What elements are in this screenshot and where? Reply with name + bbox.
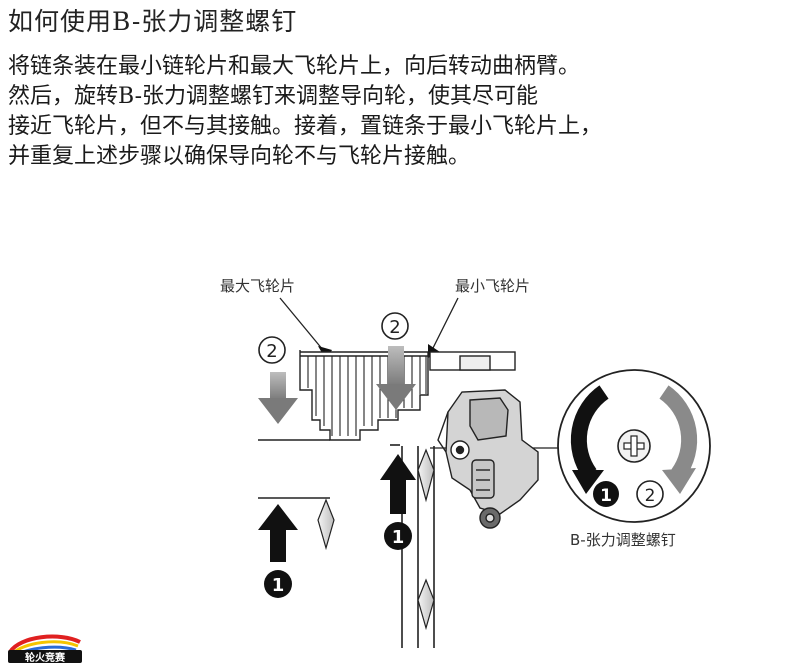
chain-link (417, 578, 435, 631)
chain-link (317, 498, 335, 551)
screw-detail (557, 369, 711, 523)
svg-text:2: 2 (266, 341, 277, 362)
svg-text:1: 1 (600, 486, 612, 506)
svg-text:2: 2 (389, 317, 400, 338)
b-tension-screw-label: B-张力调整螺钉 (570, 531, 676, 549)
page-title: 如何使用B-张力调整螺钉 (8, 7, 298, 36)
step-1-badge: 1 (264, 570, 292, 598)
svg-text:1: 1 (392, 527, 405, 548)
step-1-badge: 1 (384, 522, 412, 550)
smallest-cog-label: 最小飞轮片 (455, 277, 530, 295)
instruction-line: 将链条装在最小链轮片和最大飞轮片上，向后转动曲柄臂。 (8, 54, 581, 79)
down-arrow-icon (258, 372, 298, 424)
instruction-line: 并重复上述步骤以确保导向轮不与飞轮片接触。 (8, 144, 471, 169)
instructions-paragraph: 将链条装在最小链轮片和最大飞轮片上，向后转动曲柄臂。 然后，旋转B-张力调整螺钉… (8, 52, 798, 172)
step-2-badge: 2 (258, 336, 286, 364)
step-2-badge: 2 (381, 312, 409, 340)
up-arrow-icon (258, 504, 298, 562)
largest-cog-label: 最大飞轮片 (220, 277, 295, 295)
rear-derailleur (437, 389, 539, 529)
step-2-badge: 2 (636, 480, 664, 508)
svg-text:1: 1 (272, 575, 285, 596)
chain-link (417, 448, 435, 503)
step-1-badge: 1 (593, 481, 619, 507)
up-arrow-icon (380, 454, 416, 514)
instruction-line: 然后，旋转B-张力调整螺钉来调整导向轮，使其尽可能 (8, 84, 539, 109)
instruction-line: 接近飞轮片，但不与其接触。接着，置链条于最小飞轮片上， (8, 114, 603, 139)
watermark-logo: 轮火竞赛 (8, 634, 82, 664)
svg-text:2: 2 (645, 486, 656, 506)
down-arrow-icon (376, 346, 416, 410)
watermark-text: 轮火竞赛 (25, 651, 66, 664)
